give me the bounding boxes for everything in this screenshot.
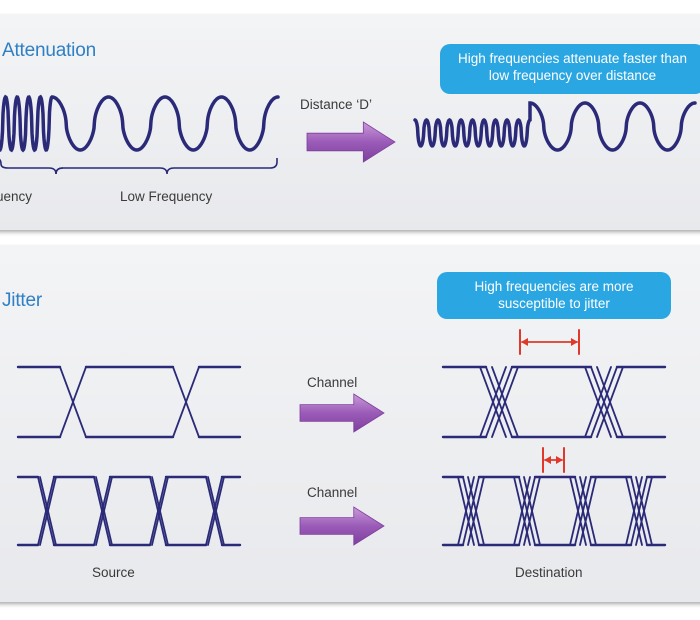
source-eye-diagram-low <box>16 365 242 439</box>
trace-line <box>518 476 536 546</box>
trace-line <box>491 366 519 438</box>
source-signal-wave <box>0 94 280 153</box>
jitter-title: Jitter <box>2 290 42 311</box>
trace-line <box>596 366 624 438</box>
destination-label: Destination <box>515 565 583 580</box>
trace-line <box>207 476 225 546</box>
jitter-measure-marker-bottom <box>542 447 565 473</box>
trace-line <box>523 476 541 546</box>
high-frequency-brace <box>0 159 64 175</box>
trace-line <box>462 476 480 546</box>
attenuated-signal-wave <box>413 101 697 152</box>
marker-arrowhead <box>544 456 551 464</box>
trace-line <box>37 476 55 546</box>
channel-arrow-top <box>299 393 385 433</box>
trace-line <box>93 476 111 546</box>
marker-arrowhead <box>521 338 528 346</box>
destination-eye-diagram-high <box>441 475 667 547</box>
trace-line <box>574 476 592 546</box>
trace-line <box>172 366 200 438</box>
marker-arrowhead <box>556 456 563 464</box>
trace-line <box>39 476 57 546</box>
channel-label-top: Channel <box>307 375 358 390</box>
marker-arrowhead <box>571 338 578 346</box>
trace-line <box>151 476 169 546</box>
jitter-measure-marker-top <box>519 329 580 355</box>
trace-line <box>95 476 113 546</box>
trace-line <box>630 476 648 546</box>
low-frequency-label: Low Frequency <box>120 189 213 204</box>
trace-line <box>590 366 618 438</box>
attenuation-title: Attenuation <box>2 40 96 61</box>
jitter-callout: High frequencies are more susceptible to… <box>437 272 671 319</box>
trace-line <box>485 366 513 438</box>
distance-arrow <box>306 121 396 163</box>
trace-line <box>479 366 507 438</box>
channel-arrow-bottom <box>299 506 385 546</box>
source-eye-diagram-high <box>16 475 242 547</box>
channel-label-bottom: Channel <box>307 485 358 500</box>
trace-line <box>579 476 597 546</box>
high-frequency-label: uency <box>0 189 33 204</box>
trace-line <box>59 366 87 438</box>
low-frequency-brace <box>55 158 278 175</box>
trace-line <box>149 476 167 546</box>
trace-line <box>467 476 485 546</box>
distance-label: Distance ‘D’ <box>300 97 373 112</box>
destination-eye-diagram-low <box>441 365 667 439</box>
trace-line <box>205 476 223 546</box>
attenuation-callout: High frequencies attenuate faster than l… <box>440 44 700 94</box>
trace-line <box>635 476 653 546</box>
trace-line <box>584 366 612 438</box>
source-label: Source <box>92 565 135 580</box>
